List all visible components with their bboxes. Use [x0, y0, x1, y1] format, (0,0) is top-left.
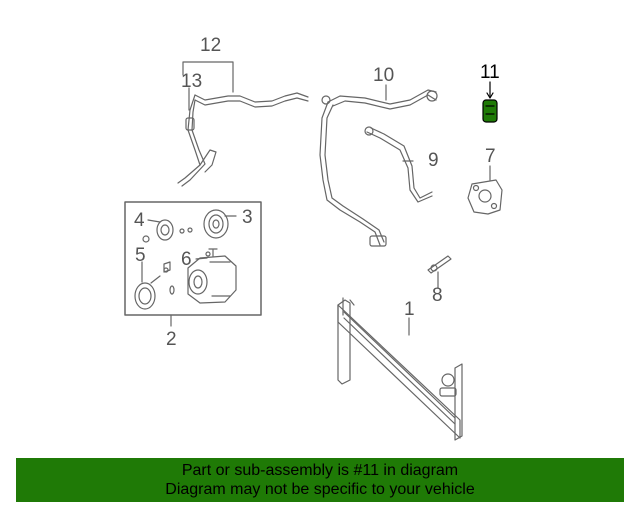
hose-fitting-part-13 — [185, 117, 195, 131]
callout-1[interactable]: 1 — [404, 299, 415, 320]
clutch-hub-part-4 — [142, 219, 193, 243]
part-info-banner: Part or sub-assembly is #11 in diagram D… — [16, 458, 624, 502]
expansion-valve-part-7 — [467, 179, 503, 215]
callout-10[interactable]: 10 — [373, 65, 395, 86]
discharge-hose-part-10 — [319, 89, 438, 247]
field-coil-part-5 — [134, 261, 175, 310]
condenser-part-1 — [337, 297, 463, 441]
banner-line-2: Diagram may not be specific to your vehi… — [165, 481, 475, 498]
callout-11[interactable]: 11 — [480, 62, 500, 83]
callout-13[interactable]: 13 — [181, 71, 203, 92]
callout-9[interactable]: 9 — [428, 150, 439, 171]
callout-12[interactable]: 12 — [200, 35, 222, 56]
compressor-body-part-6 — [163, 248, 237, 304]
callout-3[interactable]: 3 — [242, 207, 253, 228]
banner-line-1: Part or sub-assembly is #11 in diagram — [181, 462, 459, 479]
receiver-drier-part-11 — [482, 99, 498, 123]
leader-12 — [182, 61, 234, 93]
callout-2[interactable]: 2 — [166, 329, 177, 350]
liquid-line-part-9 — [364, 126, 433, 203]
parts-diagram — [124, 61, 503, 441]
callout-6[interactable]: 6 — [181, 249, 192, 270]
leader-11 — [486, 81, 494, 99]
callout-5[interactable]: 5 — [135, 245, 146, 266]
callout-4[interactable]: 4 — [134, 210, 145, 231]
leader-lines — [141, 84, 491, 336]
callout-7[interactable]: 7 — [485, 146, 496, 167]
pulley-part-3 — [203, 209, 229, 239]
bracket-part-8 — [427, 255, 452, 274]
suction-hose-part-12 — [177, 92, 309, 187]
callout-8[interactable]: 8 — [432, 285, 443, 306]
compressor-assembly-box — [124, 201, 262, 316]
